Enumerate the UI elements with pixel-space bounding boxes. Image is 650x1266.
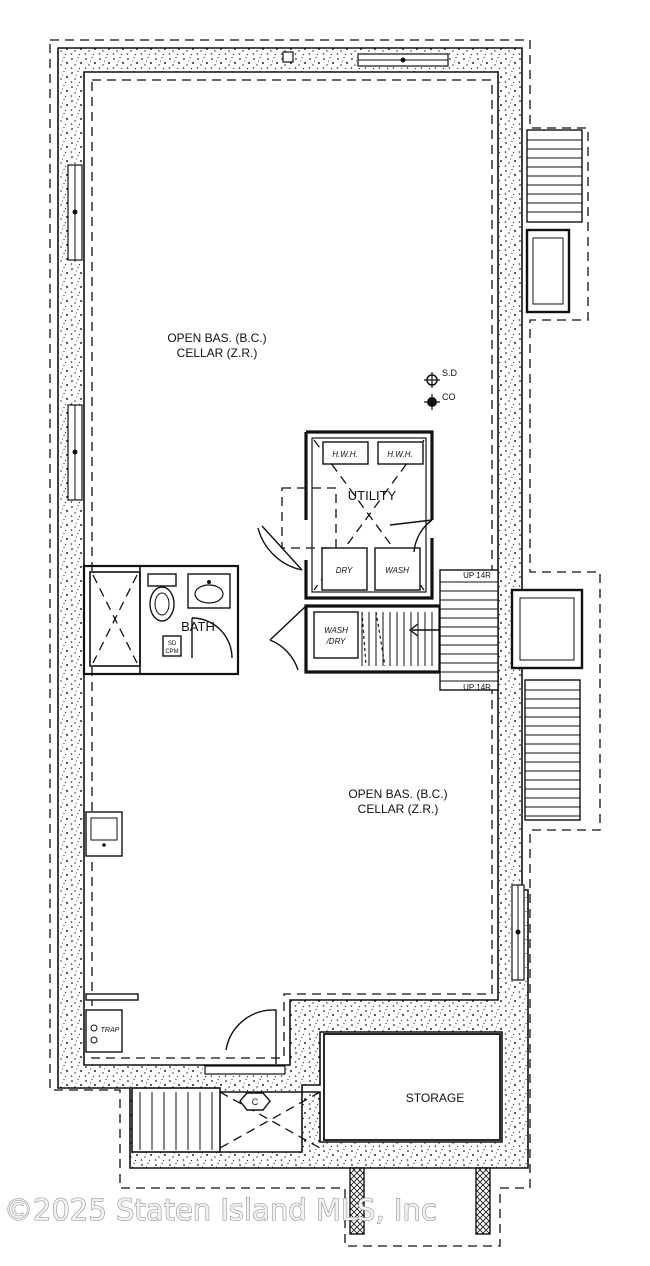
trap-label: TRAP: [101, 1027, 120, 1034]
washer-dryer-label-line2: /DRY: [326, 637, 346, 646]
exterior-stair-upper: [525, 129, 583, 314]
upper-cellar-label-line2: CELLAR (Z.R.): [177, 346, 258, 360]
entry-door-and-areaway: [131, 1009, 321, 1153]
washer-dryer-label-line1: WASH: [324, 626, 348, 635]
laundry-and-stair: [269, 569, 499, 691]
bath-label: BATH: [181, 619, 215, 634]
hwh-left-label: H.W.H.: [332, 450, 357, 459]
shower-pan-label-line2: CPM: [165, 649, 178, 655]
co-detector-label: CO: [442, 392, 456, 402]
shower-pan-label-line1: SD: [168, 641, 177, 647]
interior-wall-line: [91, 79, 493, 1059]
copyright-watermark: ©2025 Staten Island MLS, Inc: [4, 1193, 437, 1227]
smoke-detector-label: S.D: [442, 368, 458, 378]
utility-label: UTILITY: [348, 488, 397, 503]
dryer-label: DRY: [336, 566, 353, 575]
wet-bar-sink: [85, 811, 123, 857]
bath-room: [82, 564, 240, 676]
lower-cellar-label-line1: OPEN BAS. (B.C.): [348, 787, 447, 801]
hwh-right-label: H.W.H.: [387, 450, 412, 459]
cleanout-label: C: [252, 1097, 259, 1107]
stair-label-upper: UP 14R: [463, 571, 491, 580]
washer-label: WASH: [385, 566, 409, 575]
stair-label-lower: UP 14R: [463, 683, 491, 692]
storage-room: [323, 1033, 501, 1141]
upper-cellar-label-line1: OPEN BAS. (B.C.): [167, 331, 266, 345]
top-window: [282, 51, 449, 67]
left-windows: [67, 164, 83, 501]
bottom-piers: [349, 1167, 491, 1235]
exterior-stair-lower: [510, 588, 584, 821]
trap-area: [85, 993, 139, 1053]
right-window: [511, 884, 525, 981]
detector-symbols: [424, 372, 440, 410]
storage-label: STORAGE: [406, 1091, 464, 1105]
utility-room: [257, 430, 434, 600]
lower-cellar-label-line2: CELLAR (Z.R.): [358, 802, 439, 816]
